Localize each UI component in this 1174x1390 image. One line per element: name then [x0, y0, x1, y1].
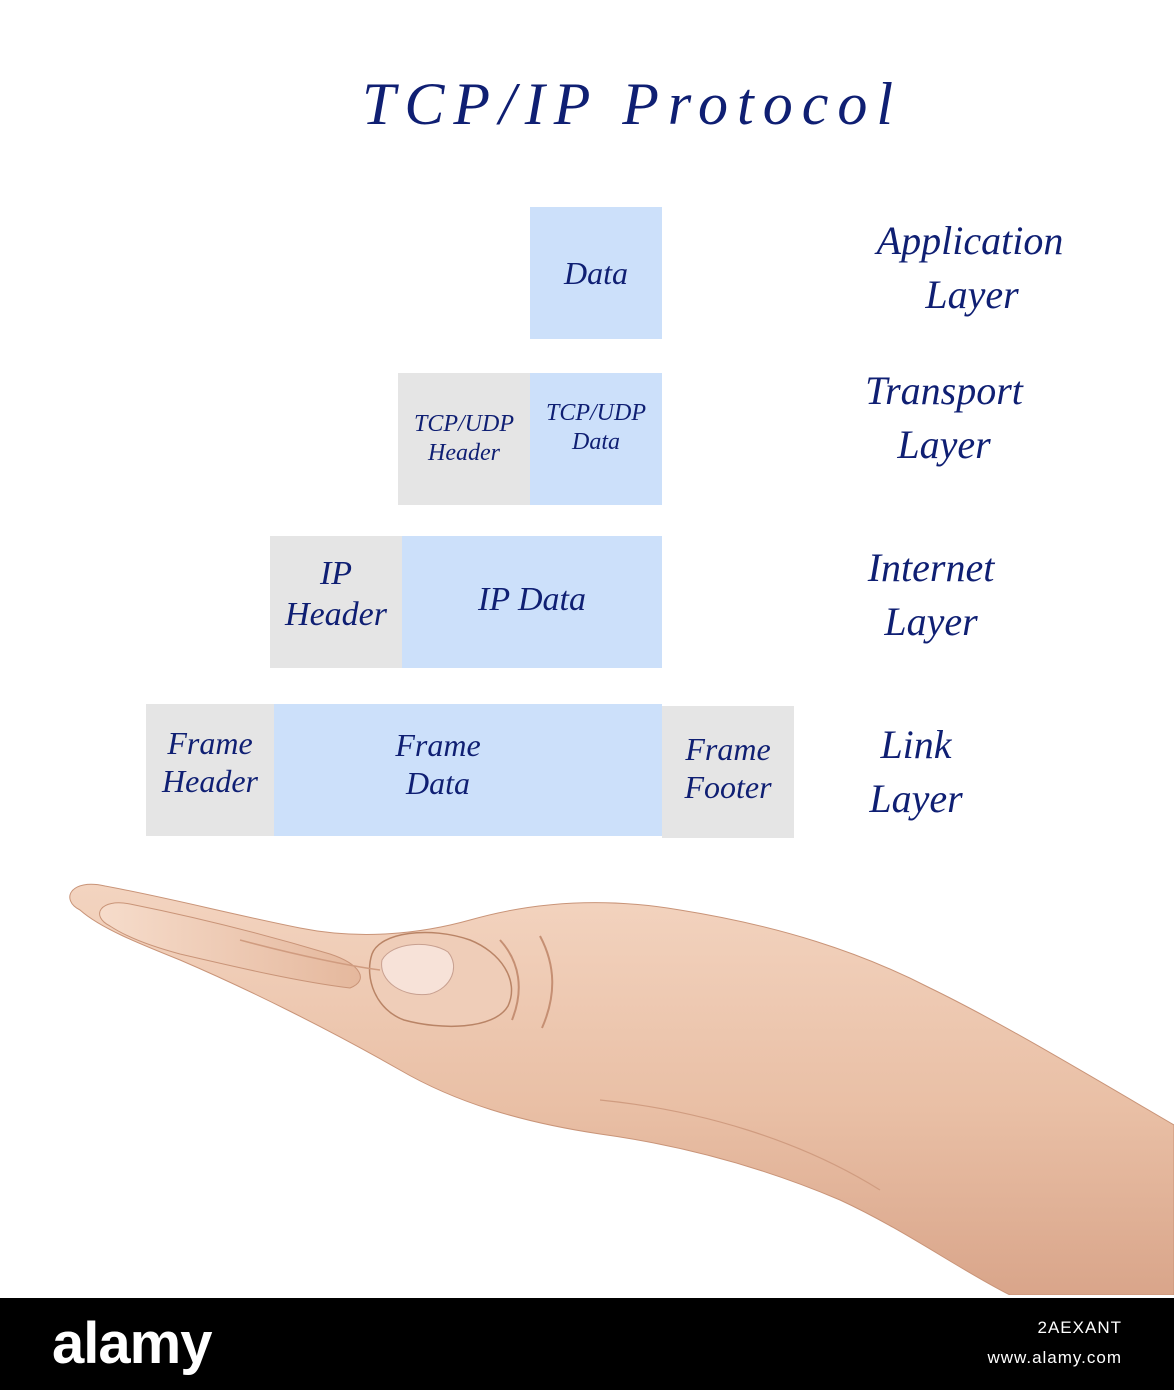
link-layer-line2: Layer	[869, 776, 963, 821]
frame-data-label-line2: Data	[406, 765, 470, 802]
tcp-udp-header-label-line2: Header	[428, 440, 500, 466]
ip-header-label-line1: IP	[319, 555, 353, 592]
ip-data-block: IP Data	[402, 536, 662, 668]
internet-layer-label: Internet Layer	[840, 541, 1022, 649]
link-layer-label: Link Layer	[840, 718, 992, 826]
open-palm-hand-image	[69, 883, 1174, 1295]
link-layer-line1: Link	[880, 722, 952, 767]
site-url[interactable]: www.alamy.com	[987, 1348, 1122, 1367]
frame-footer-label-line2: Footer	[684, 769, 772, 806]
application-layer-line1: Application	[876, 218, 1064, 263]
application-data-label: Data	[564, 254, 628, 291]
frame-footer-block: Frame Footer	[662, 706, 794, 838]
footer-bar: alamy 2AEXANT www.alamy.com	[0, 1298, 1174, 1390]
transport-layer-line1: Transport	[865, 368, 1023, 413]
ip-header-label-line2: Header	[285, 595, 387, 633]
frame-header-label-line2: Header	[162, 763, 258, 800]
brand-logo: alamy	[52, 1311, 212, 1376]
tcp-udp-data-label-line2: Data	[572, 428, 620, 455]
frame-header-label-line1: Frame	[167, 725, 253, 761]
frame-header-block: Frame Header	[146, 704, 274, 836]
transport-layer-line2: Layer	[897, 422, 991, 467]
frame-data-label-line1: Frame	[395, 727, 481, 763]
ip-header-block: IP Header	[270, 536, 402, 668]
image-code: 2AEXANT	[1037, 1318, 1122, 1337]
frame-footer-label-line1: Frame	[685, 731, 771, 767]
tcp-udp-header-block: TCP/UDP Header	[398, 373, 530, 505]
diagram-title: TCP/IP Protocol	[362, 71, 902, 137]
application-layer-line2: Layer	[925, 272, 1019, 317]
tcp-udp-data-label-line1: TCP/UDP	[545, 400, 646, 426]
tcp-udp-header-label-line1: TCP/UDP	[413, 411, 514, 438]
ip-data-label: IP Data	[478, 581, 586, 618]
application-data-block: Data	[530, 207, 662, 339]
internet-layer-line2: Layer	[884, 599, 978, 644]
frame-data-block: Frame Data	[274, 704, 662, 836]
transport-layer-label: Transport Layer	[838, 364, 1050, 472]
application-layer-label: Application Layer	[850, 214, 1090, 322]
tcp-udp-data-block: TCP/UDP Data	[530, 373, 662, 505]
internet-layer-line1: Internet	[867, 545, 995, 590]
